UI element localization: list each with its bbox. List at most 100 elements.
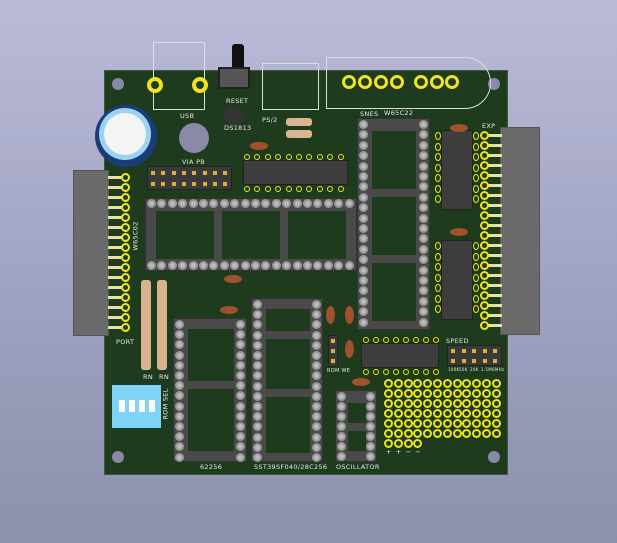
proto-pad	[472, 399, 482, 408]
socket-pin	[419, 286, 428, 296]
chip-pad	[433, 369, 439, 375]
socket-pin	[253, 371, 262, 381]
proto-pad	[442, 389, 452, 398]
proto-pad	[423, 419, 433, 428]
proto-power-label: −	[405, 448, 412, 456]
socket-pin	[236, 452, 245, 462]
chip-pad	[473, 195, 479, 203]
snes-pad	[342, 75, 356, 89]
chip-pad	[296, 186, 302, 192]
socket-pin	[366, 392, 375, 401]
socket-pin	[236, 442, 245, 452]
dip-chip	[441, 130, 473, 210]
rom-sel-dip-switch[interactable]	[112, 385, 161, 428]
port-pad	[121, 193, 130, 202]
proto-pad	[442, 409, 452, 418]
header-pin	[202, 171, 207, 175]
header-pin	[171, 171, 176, 175]
exp-pad	[480, 321, 489, 330]
proto-pad	[413, 409, 423, 418]
exp-pin	[484, 264, 502, 267]
proto-pad	[403, 409, 413, 418]
socket-pin	[359, 161, 368, 171]
socket-pin	[419, 182, 428, 192]
port-pad	[121, 223, 130, 232]
port-pin	[108, 196, 122, 199]
port-pin	[108, 286, 122, 289]
socket-pin	[253, 351, 262, 360]
ceramic-capacitor	[250, 142, 268, 150]
header-pin	[331, 339, 335, 343]
proto-pad	[452, 389, 462, 398]
socket-pin	[175, 452, 184, 462]
proto-pad	[433, 399, 442, 408]
exp-pin	[484, 234, 502, 237]
socket-pin	[337, 442, 346, 451]
socket-pin	[236, 432, 245, 442]
dip-chip	[243, 160, 348, 185]
header-pin	[482, 349, 487, 353]
chip-pad	[473, 132, 479, 140]
proto-pad	[472, 379, 482, 388]
proto-pad	[462, 389, 472, 398]
socket-pin	[366, 452, 375, 461]
socket-pin	[261, 261, 271, 270]
header-pin	[181, 171, 186, 175]
socket-pin	[253, 310, 262, 320]
proto-power-label: +	[386, 448, 392, 456]
snes-outline	[326, 57, 491, 109]
socket-pin	[359, 172, 368, 181]
header-pin	[192, 182, 197, 186]
port-label: PORT	[116, 338, 135, 346]
proto-pad	[413, 389, 423, 398]
chip-pad	[306, 154, 313, 160]
port-pin	[108, 226, 122, 229]
proto-pad	[433, 429, 442, 438]
socket-pin	[253, 320, 262, 330]
socket-pin	[147, 261, 156, 270]
chip-pad	[473, 263, 479, 271]
socket-pin	[312, 320, 321, 330]
socket-pin	[175, 381, 184, 391]
chip-pad	[473, 242, 479, 250]
socket-pin	[334, 261, 344, 270]
socket-pin	[359, 182, 368, 192]
proto-pad	[482, 419, 491, 428]
socket-pin	[253, 422, 262, 432]
port-pad	[121, 273, 130, 282]
socket-pin	[178, 199, 188, 208]
socket-pin	[175, 340, 184, 350]
header-pin	[451, 349, 455, 353]
ceramic-capacitor	[220, 306, 238, 314]
socket-pin	[292, 261, 302, 270]
chip-pad	[413, 369, 419, 375]
header-pin	[212, 182, 217, 186]
chip-pad	[316, 154, 323, 160]
proto-pad	[393, 389, 403, 398]
proto-pad	[482, 379, 491, 388]
chip-pad	[435, 242, 441, 250]
speed-label: SPEED	[446, 337, 469, 345]
port-pad	[121, 173, 130, 182]
proto-pad	[491, 399, 501, 408]
w65c22-socket	[357, 118, 430, 330]
socket-pin	[253, 453, 262, 462]
port-pad	[121, 263, 130, 272]
exp-pin	[484, 214, 502, 217]
speed-jumper-header[interactable]	[447, 345, 502, 366]
chip-pad	[413, 337, 419, 343]
chip-pad	[327, 154, 334, 160]
header-pin	[461, 349, 466, 353]
exp-pad	[480, 251, 489, 260]
chip-pad	[423, 369, 429, 375]
socket-pin	[312, 453, 321, 462]
chip-pad	[264, 154, 271, 160]
reset-button	[232, 44, 244, 70]
exp-pad	[480, 261, 489, 270]
proto-pad	[491, 409, 501, 418]
socket-pin	[253, 300, 262, 309]
port-pin	[108, 246, 122, 249]
chip-pad	[337, 154, 344, 160]
resistor	[286, 130, 312, 138]
usb-pad	[147, 77, 163, 93]
